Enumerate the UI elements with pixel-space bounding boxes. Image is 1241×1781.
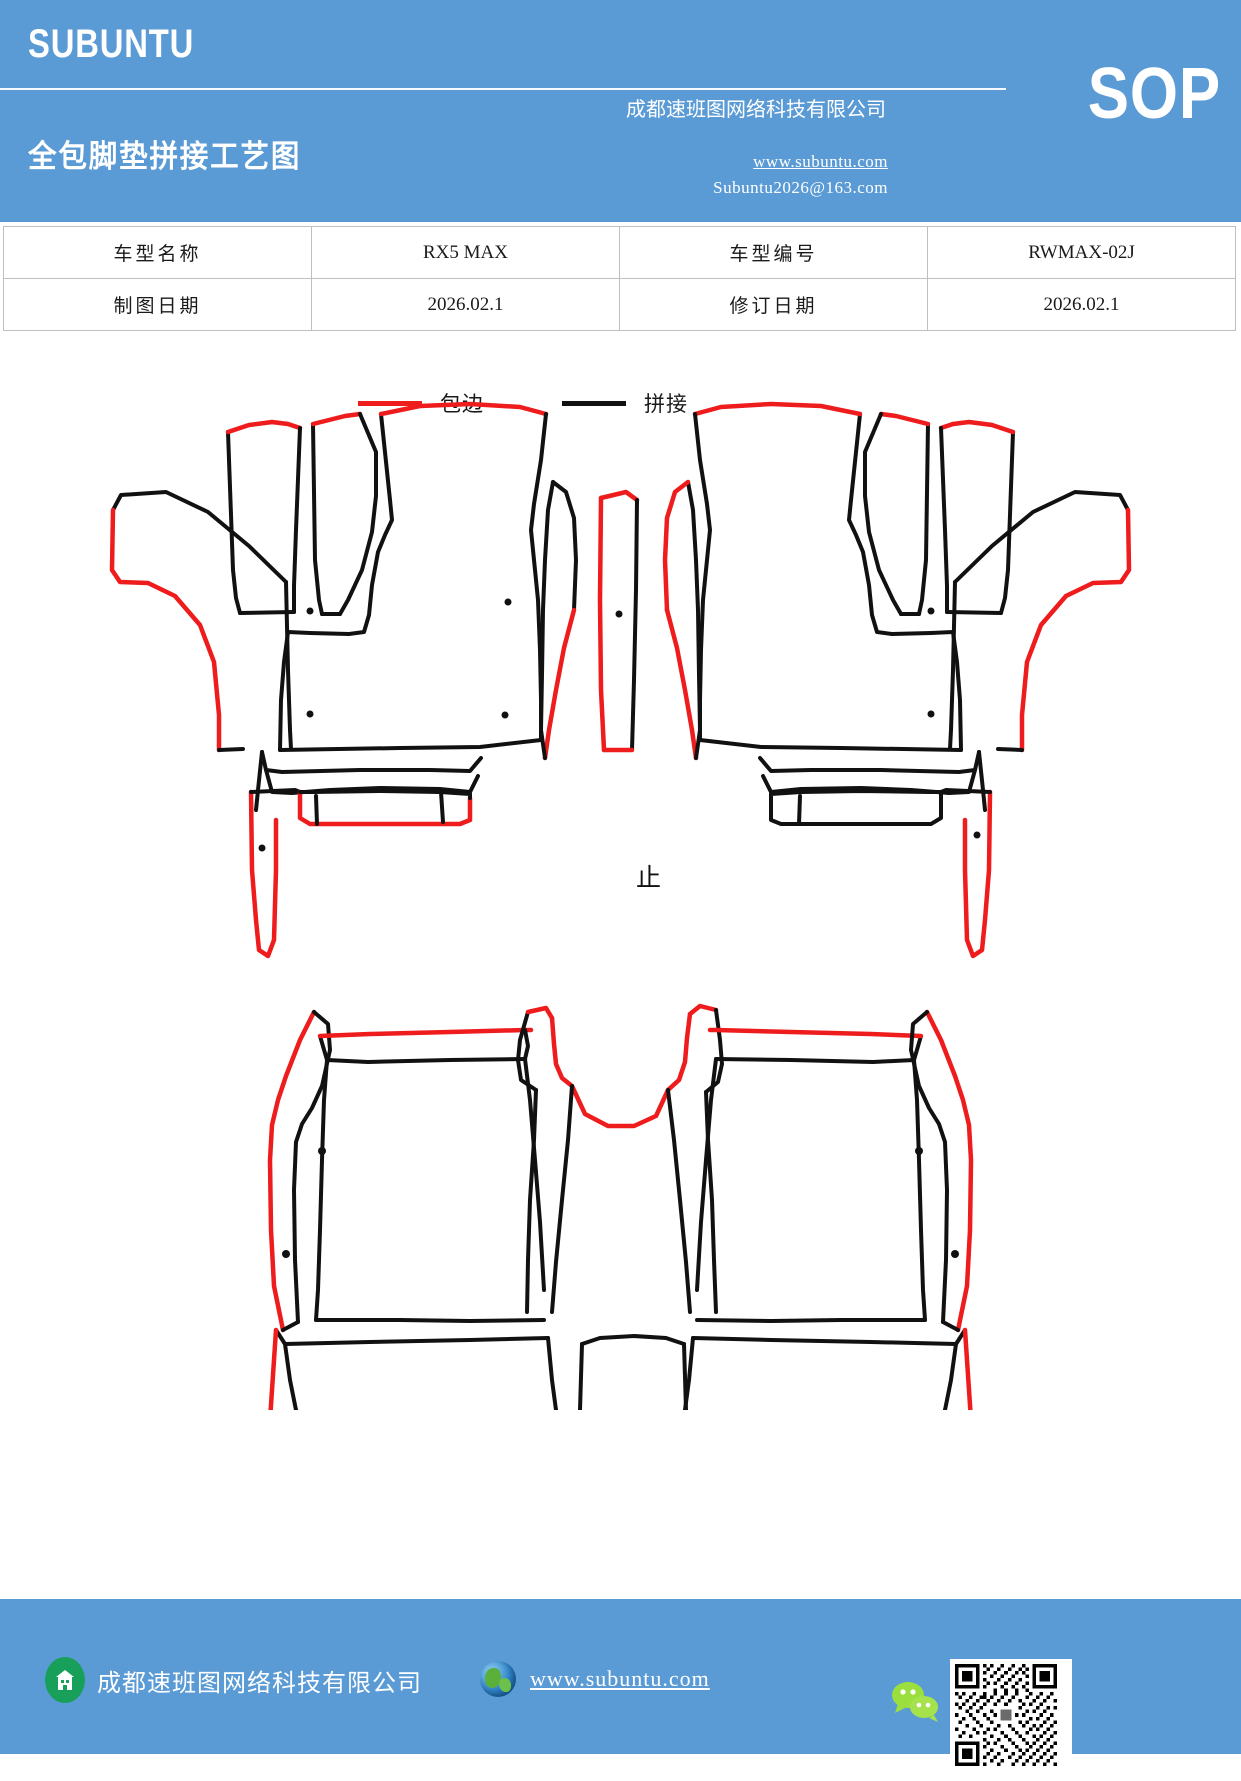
floor-mat-technical-drawing: 止 (0, 400, 1241, 1605)
front-right-side-wing (948, 490, 1132, 753)
rear-lower-right-panel (683, 1328, 967, 1412)
cell-model-name-label: 车型名称 (3, 226, 312, 279)
table-row: 车型名称 RX5 MAX 车型编号 RWMAX-02J (3, 226, 1236, 279)
vehicle-info-table: 车型名称 RX5 MAX 车型编号 RWMAX-02J 制图日期 2026.02… (3, 226, 1236, 331)
header-company-name: 成都速班图网络科技有限公司 (626, 99, 886, 121)
front-right-main-panel (692, 401, 963, 752)
rear-lower-center-panel (573, 1334, 693, 1605)
front-right-sill-panel (769, 788, 993, 959)
fastener-dot (615, 610, 623, 618)
footer-website-link[interactable]: www.subuntu.com (530, 1666, 710, 1691)
front-right-outer-strip (615, 479, 702, 761)
rear-right-main-panel (695, 1027, 927, 1323)
footer-company-block: 成都速班图网络科技有限公司 (45, 1657, 422, 1703)
fastener-dot (915, 1147, 923, 1155)
fastener-dot (318, 1147, 326, 1155)
qr-code[interactable] (950, 1659, 1072, 1781)
front-left-tongue-panel-b (310, 411, 378, 616)
globe-icon (480, 1661, 516, 1697)
rear-lower-left-panel (274, 1328, 558, 1412)
fastener-dot (501, 711, 509, 719)
front-left-main-panel (278, 401, 549, 752)
header-website-link[interactable]: www.subuntu.com (753, 152, 888, 171)
rear-left-main-panel (314, 1027, 546, 1323)
cell-draw-date-value: 2026.02.1 (311, 278, 620, 331)
front-left-side-wing (109, 490, 293, 753)
front-left-step-panel (254, 750, 483, 812)
legend: 包边 拼接 (0, 388, 1241, 434)
legend-label-seam: 拼接 (644, 392, 688, 416)
building-icon (45, 1657, 85, 1703)
fastener-dot (927, 607, 935, 615)
fastener-dot (258, 844, 266, 852)
mat-pattern-svg (109, 401, 1132, 1605)
cell-revision-date-value: 2026.02.1 (927, 278, 1236, 331)
fastener-dot (306, 710, 314, 718)
page-header: SUBUNTU 全包脚垫拼接工艺图 成都速班图网络科技有限公司 SOP www.… (0, 0, 1241, 222)
fastener-dot (927, 710, 935, 718)
header-divider (0, 88, 1006, 90)
rear-center-tunnel-panel (516, 1003, 724, 1314)
fastener-dot (504, 598, 512, 606)
front-left-sill-panel (248, 788, 473, 959)
front-left-outer-strip (501, 480, 578, 761)
page-footer: 成都速班图网络科技有限公司 www.subuntu.com (0, 1599, 1241, 1781)
legend-swatch-red-icon (358, 400, 422, 406)
drawing-annotation-stop: 止 (636, 865, 662, 892)
cell-revision-date-label: 修订日期 (619, 278, 928, 331)
footer-company-name: 成都速班图网络科技有限公司 (97, 1670, 422, 1697)
wechat-icon (890, 1679, 942, 1723)
cell-model-code-value: RWMAX-02J (927, 226, 1236, 279)
front-right-step-panel (758, 750, 987, 812)
fastener-dot (306, 607, 314, 615)
front-right-tongue-panel-b (863, 411, 931, 616)
front-left-tongue-panel-a (225, 419, 303, 615)
cell-draw-date-label: 制图日期 (3, 278, 312, 331)
legend-item-seam: 拼接 (562, 388, 688, 418)
fastener-dot (973, 831, 981, 839)
rear-outer-edge-strips (263, 1250, 978, 1509)
center-left-vertical-flap (597, 489, 640, 753)
page-title: 全包脚垫拼接工艺图 (28, 139, 302, 174)
legend-swatch-black-icon (562, 400, 626, 406)
brand-logo: SUBUNTU (28, 22, 195, 66)
front-right-tongue-panel-a (938, 419, 1016, 615)
header-email: Subuntu2026@163.com (713, 178, 888, 197)
cell-model-code-label: 车型编号 (619, 226, 928, 279)
rear-right-outer-flap (909, 1009, 974, 1333)
fastener-dot (951, 1250, 959, 1258)
footer-site-block: www.subuntu.com (480, 1661, 710, 1697)
table-row: 制图日期 2026.02.1 修订日期 2026.02.1 (3, 278, 1236, 331)
sop-badge: SOP (1087, 54, 1221, 134)
fastener-dot (282, 1250, 290, 1258)
cell-model-name-value: RX5 MAX (311, 226, 620, 279)
